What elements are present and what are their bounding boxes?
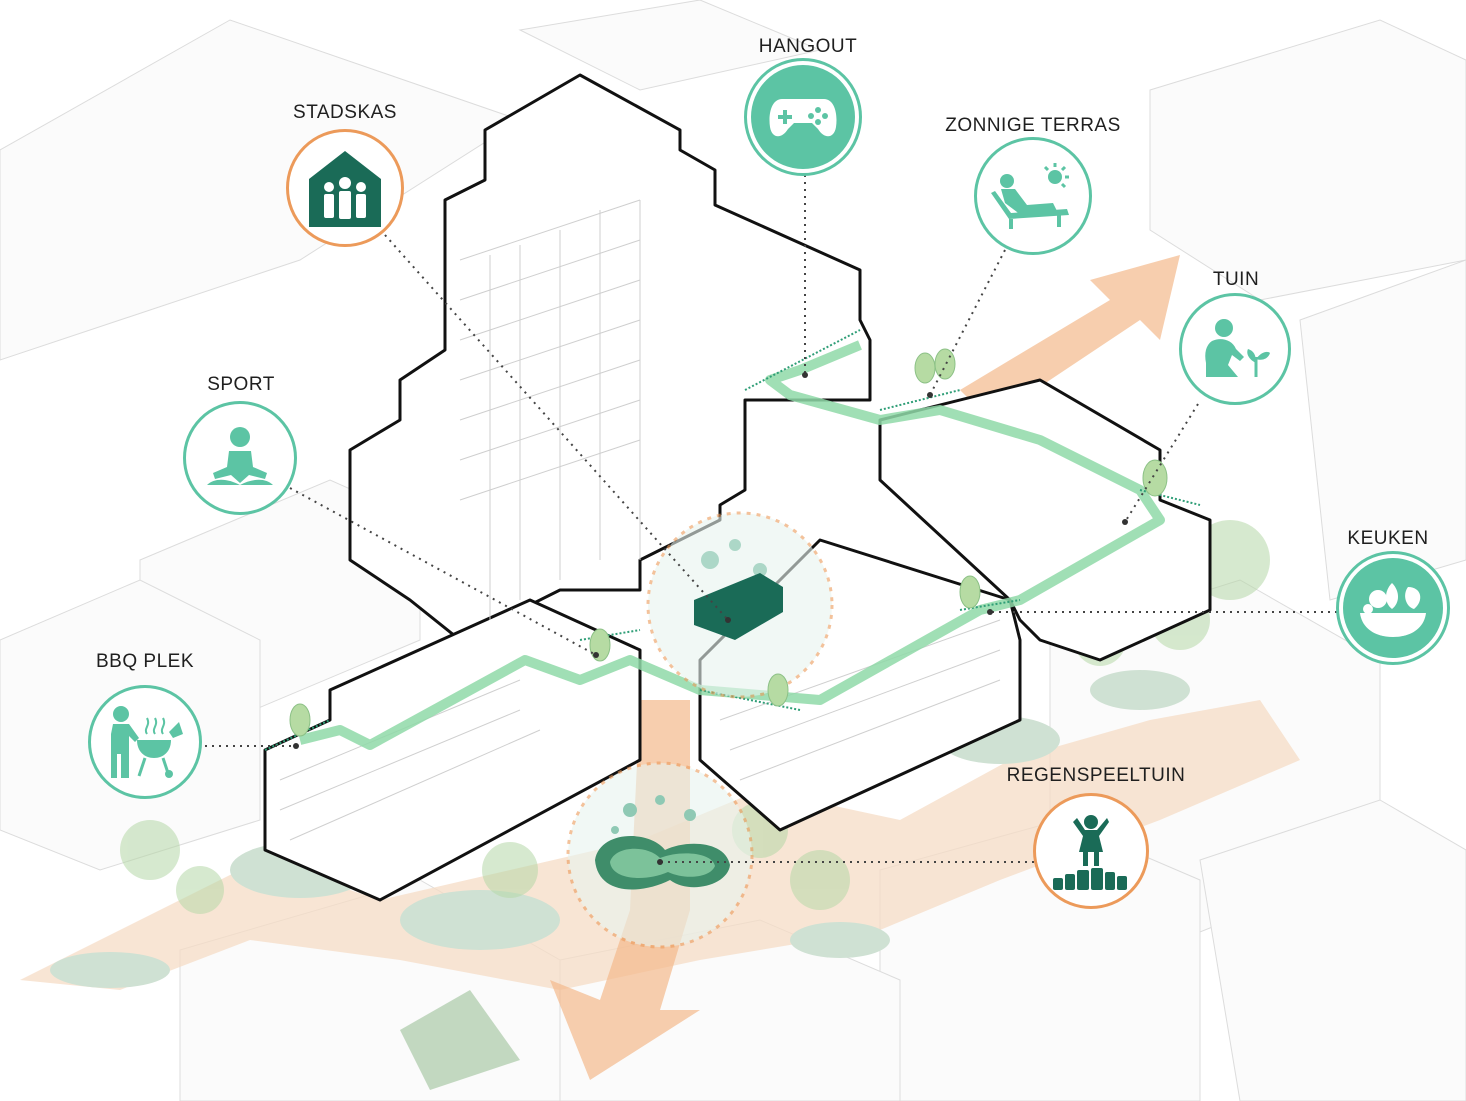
label-bbq-plek: BBQ PLEK [96,651,194,672]
rain-playground-highlight [566,761,754,949]
sun-lounger-icon [991,163,1069,229]
badge-sport [183,401,297,515]
label-keuken: KEUKEN [1347,528,1429,549]
gardener-icon [1205,319,1270,377]
label-regenspeeltuin: REGENSPEELTUIN [1006,765,1186,786]
child-playground-icon [1053,815,1127,890]
salad-bowl-icon [1360,583,1426,637]
greenhouse-people-icon [309,151,381,227]
badge-tuin [1179,293,1291,405]
badge-stadskas [286,129,404,247]
badge-zonnige-terras [974,137,1092,255]
badge-hangout [744,58,862,176]
bbq-grill-icon [111,706,183,778]
yoga-icon [207,427,273,485]
badge-keuken [1336,551,1450,665]
label-hangout: HANGOUT [758,36,858,57]
badge-bbq-plek [88,685,202,799]
rooftop-trees [289,348,1168,737]
gamepad-icon [769,99,837,137]
label-zonnige-terras: ZONNIGE TERRAS [945,115,1121,136]
label-sport: SPORT [207,374,275,395]
facade-grid [279,199,1001,841]
leader-lines [205,175,1337,863]
label-tuin: TUIN [1212,269,1260,290]
badge-regenspeeltuin [1033,793,1149,909]
leader-endpoints [293,372,1128,865]
label-stadskas: STADSKAS [293,102,397,123]
main-building [263,73,1212,902]
courtyard-greenhouse-highlight [646,511,834,699]
